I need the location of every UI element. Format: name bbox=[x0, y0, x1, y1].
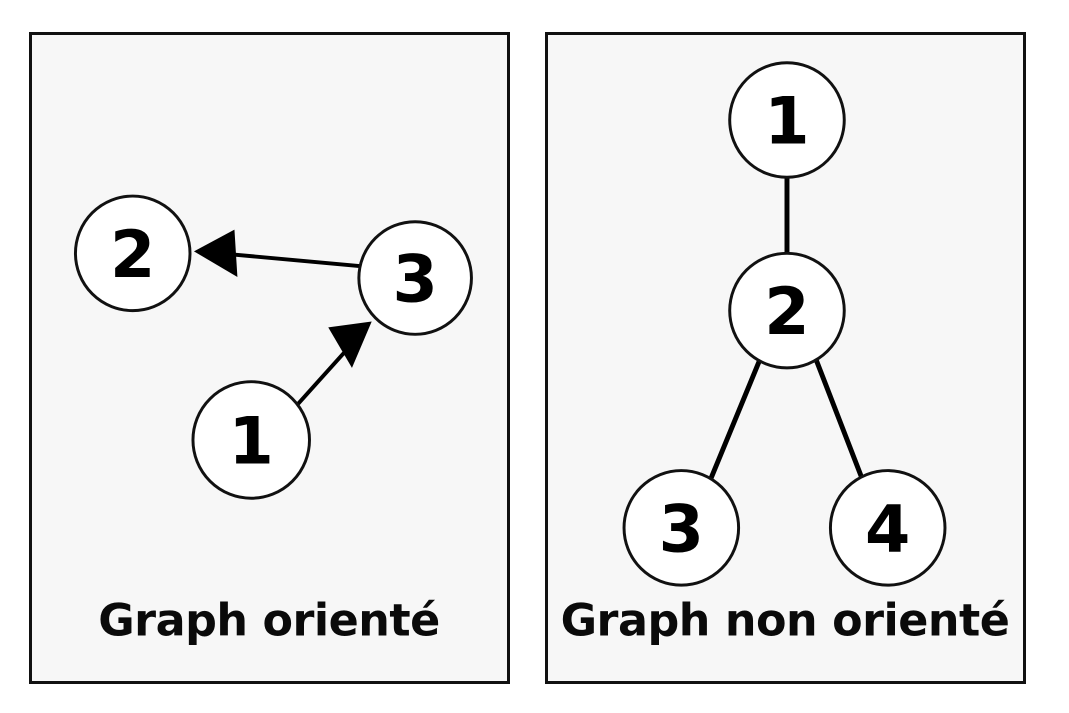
node-2-label: 2 bbox=[110, 218, 155, 293]
edge-1-to-3-line bbox=[295, 344, 352, 407]
node-2-label: 2 bbox=[764, 275, 809, 350]
edge-3-to-2-line bbox=[219, 251, 362, 269]
edge-1-to-3 bbox=[295, 321, 372, 407]
node-1-label: 1 bbox=[764, 84, 809, 159]
node-1-label: 1 bbox=[229, 404, 274, 479]
node-4-circle[interactable] bbox=[828, 469, 947, 587]
node-1-circle[interactable] bbox=[191, 380, 311, 500]
edge-2-to-4-line bbox=[814, 358, 865, 481]
node-2-circle[interactable] bbox=[73, 194, 192, 313]
node-2[interactable]: 2 bbox=[728, 251, 846, 370]
node-3-label: 3 bbox=[659, 492, 704, 567]
node-3-label: 3 bbox=[392, 242, 437, 317]
node-1[interactable]: 1 bbox=[191, 380, 311, 500]
panel-directed-graph: 2 3 1 Graph orienté bbox=[29, 32, 510, 684]
undirected-graph-svg: 1 2 3 4 Graph non orienté bbox=[561, 61, 1010, 646]
node-4-label: 4 bbox=[865, 492, 910, 567]
panel-undirected-graph: 1 2 3 4 Graph non orienté bbox=[545, 32, 1026, 684]
edge-3-to-2-arrowhead bbox=[193, 229, 238, 278]
node-2[interactable]: 2 bbox=[73, 194, 192, 313]
edge-2-to-3-line bbox=[708, 358, 762, 481]
caption-undirected: Graph non orienté bbox=[561, 595, 1010, 646]
node-4[interactable]: 4 bbox=[828, 469, 947, 587]
node-3-circle[interactable] bbox=[622, 469, 741, 587]
node-3[interactable]: 3 bbox=[622, 469, 741, 587]
node-3-circle[interactable] bbox=[357, 220, 473, 336]
node-1-circle[interactable] bbox=[728, 61, 846, 179]
edge-1-to-3-arrowhead bbox=[328, 321, 372, 368]
node-2-circle[interactable] bbox=[728, 251, 846, 370]
node-3[interactable]: 3 bbox=[357, 220, 473, 336]
edge-3-to-2 bbox=[193, 229, 362, 278]
node-1[interactable]: 1 bbox=[728, 61, 846, 179]
caption-directed: Graph orienté bbox=[98, 595, 440, 646]
directed-graph-svg: 2 3 1 Graph orienté bbox=[73, 194, 473, 646]
